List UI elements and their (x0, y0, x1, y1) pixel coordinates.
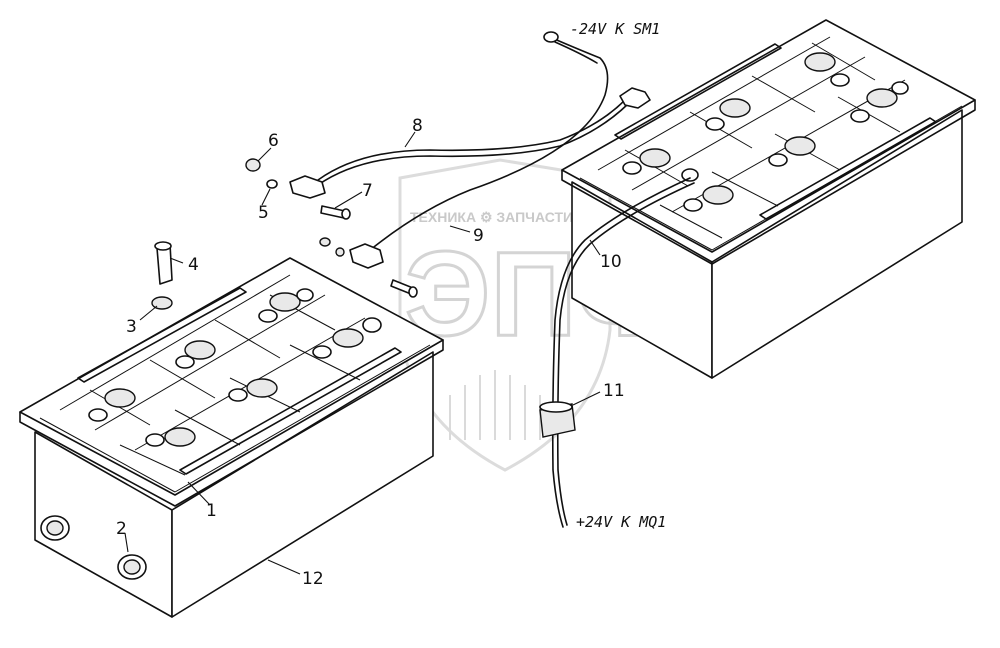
washer-5 (266, 179, 278, 189)
callout-9: 9 (473, 226, 484, 246)
callout-4: 4 (188, 255, 199, 275)
battery-left-side-face (171, 351, 434, 618)
cable-positive (551, 177, 691, 528)
terminal-clamp-top (619, 87, 651, 109)
callout-5: 5 (258, 203, 269, 223)
leader-lines (124, 131, 601, 575)
callout-numbers: 1 2 3 4 5 6 7 8 9 10 11 12 (116, 116, 625, 589)
callout-10: 10 (600, 252, 622, 272)
cable-negative (369, 37, 609, 251)
callout-6: 6 (268, 131, 279, 151)
callout-7: 7 (362, 181, 373, 201)
cable-label-negative: -24V K SM1 (570, 20, 660, 38)
cable-negative-lug (543, 31, 559, 43)
cable-label-positive: +24V K MQ1 (576, 513, 666, 531)
terminal-clamp-left (289, 175, 326, 199)
battery-right-cell-caps (622, 52, 909, 212)
battery-left-plugs (40, 515, 147, 580)
callout-8: 8 (412, 116, 423, 136)
callout-1: 1 (206, 501, 217, 521)
battery-left-cell-caps (88, 288, 382, 447)
battery-right (561, 19, 976, 379)
callout-12: 12 (302, 569, 324, 589)
battery-left (19, 257, 444, 618)
terminal-clamp-9 (349, 243, 384, 269)
callout-3: 3 (126, 317, 137, 337)
battery-right-side-face (711, 109, 963, 379)
battery-left-handle-strip (77, 287, 247, 383)
cables (317, 31, 695, 528)
nut-6 (245, 158, 261, 172)
cable-sleeve (539, 401, 576, 438)
callout-2: 2 (116, 519, 127, 539)
battery-right-handle-strip (614, 43, 782, 140)
callout-11: 11 (603, 381, 625, 401)
bolt-7 (320, 205, 346, 219)
cable-bridge (317, 99, 626, 181)
watermark-brand-text: ТЕХНИКА ⚙ ЗАПЧАСТИ (410, 209, 573, 225)
